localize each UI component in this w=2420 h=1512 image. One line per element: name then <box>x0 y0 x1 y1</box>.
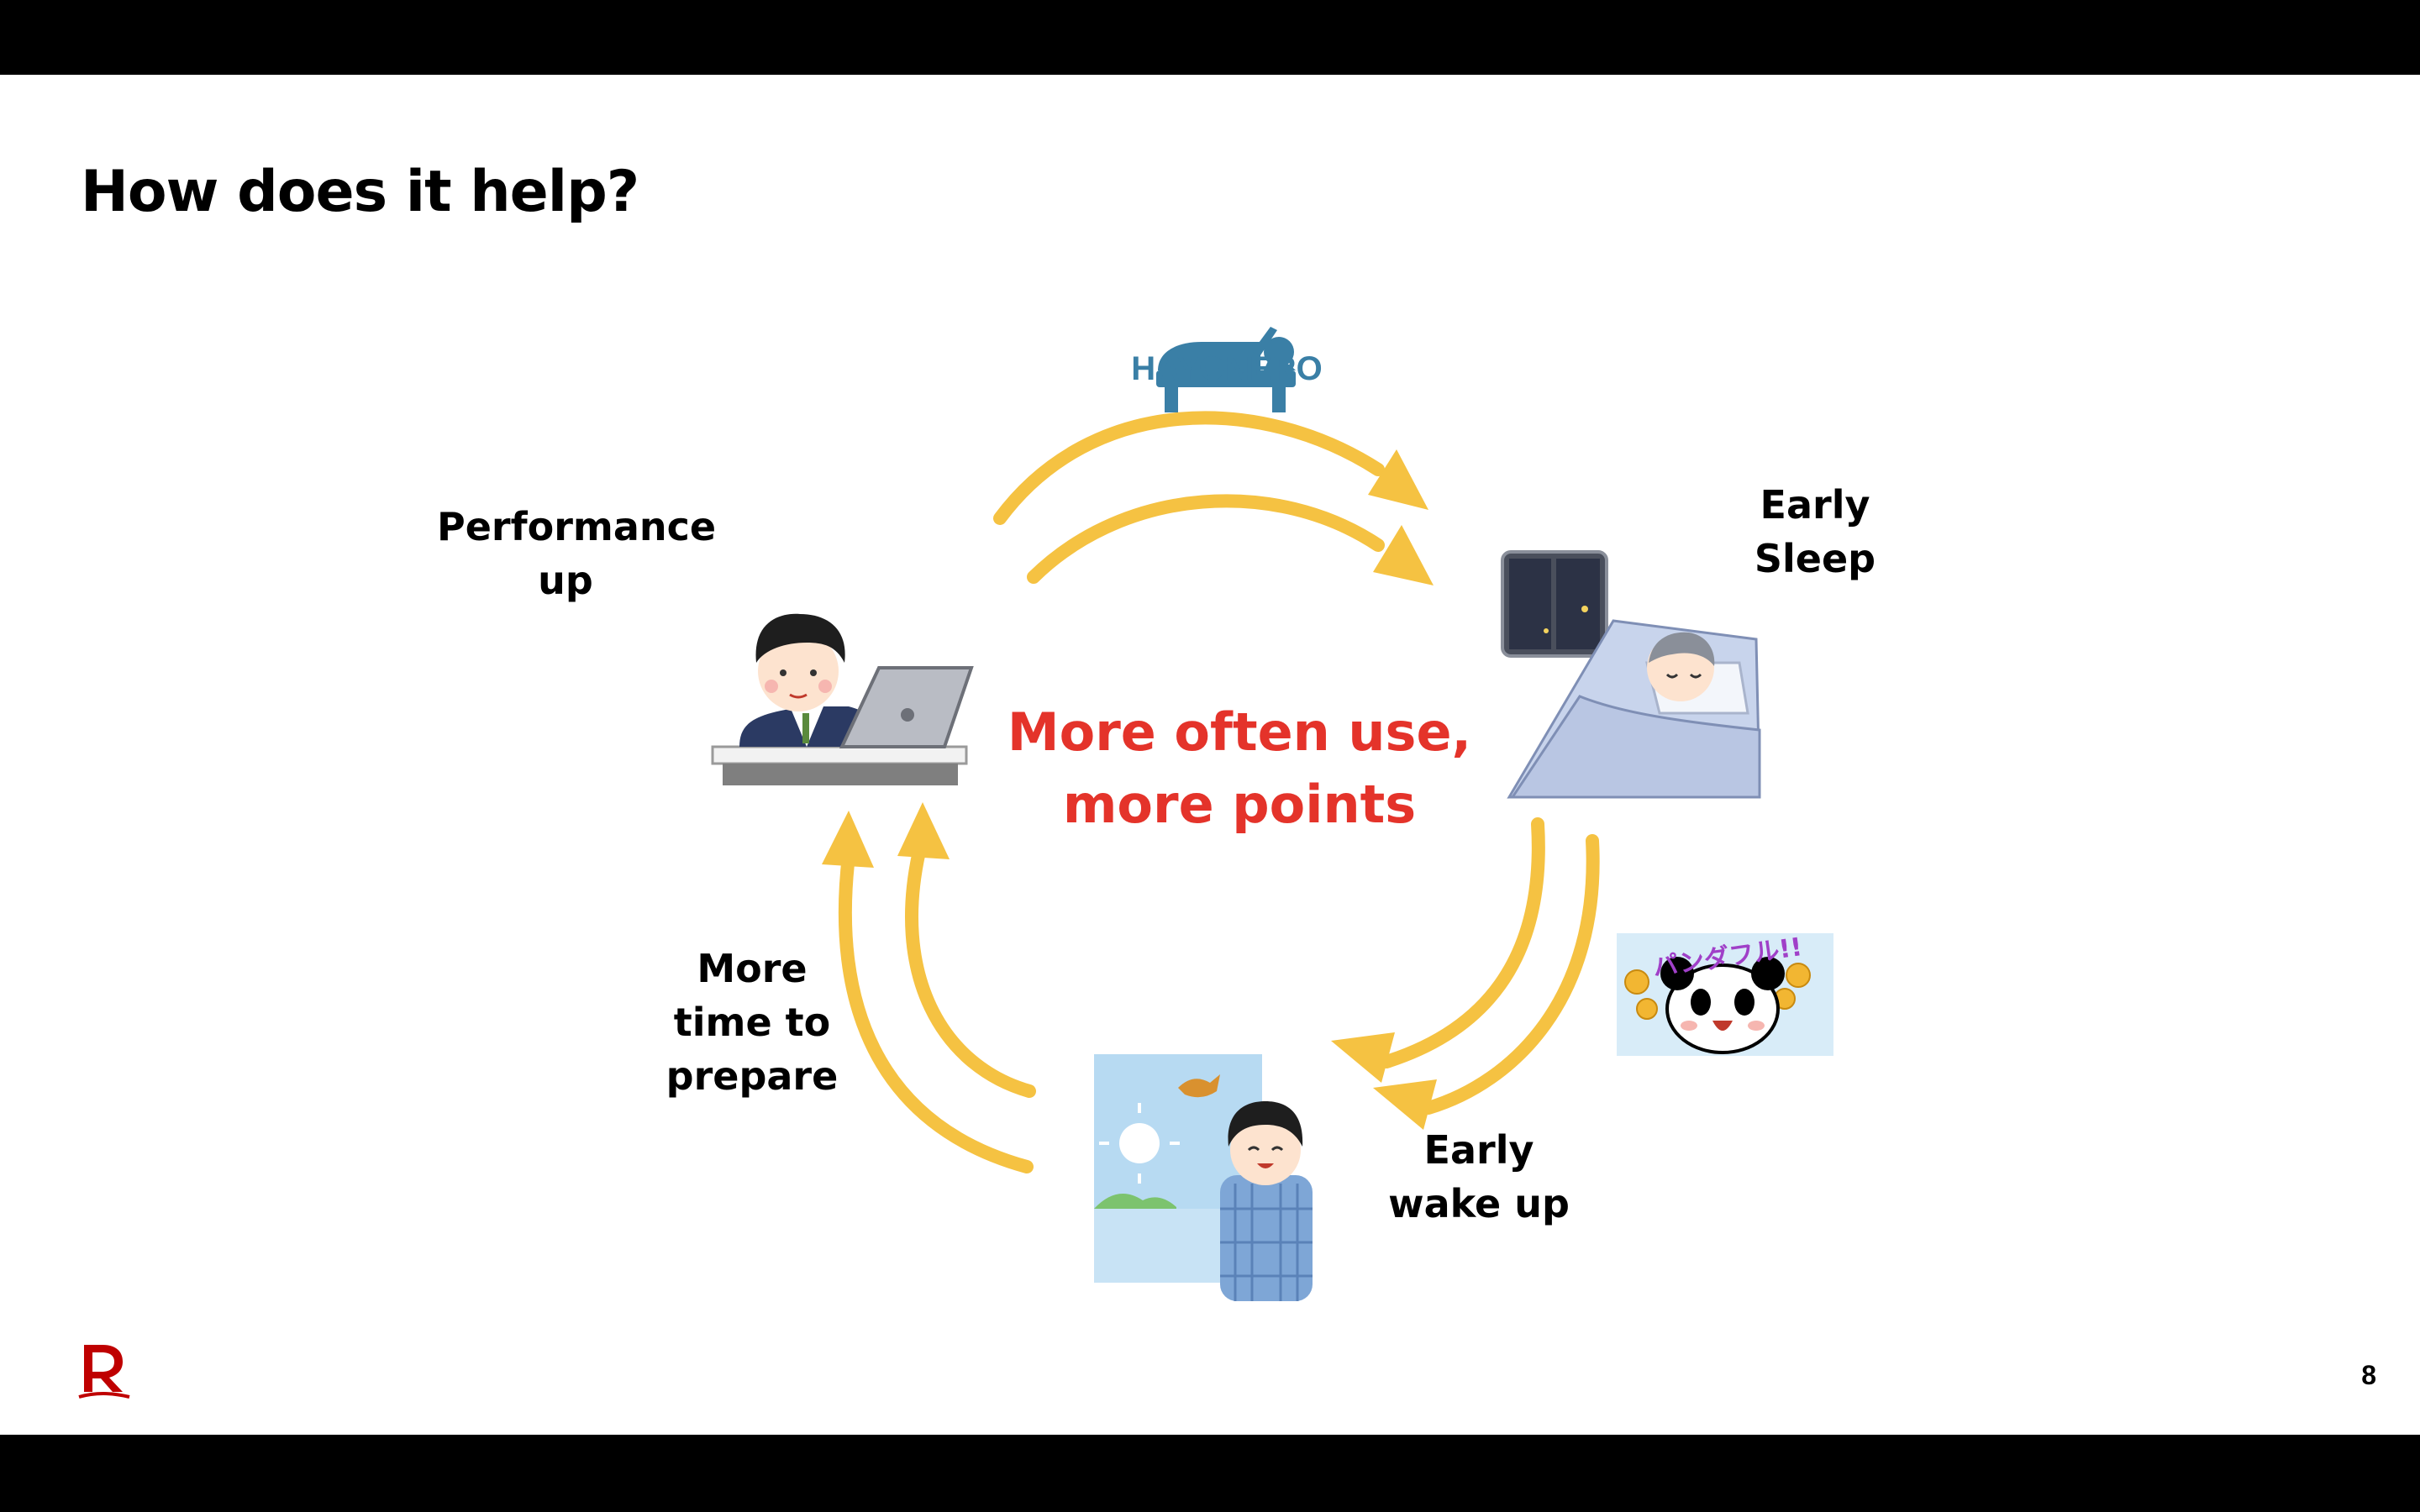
letterbox-bottom <box>0 1435 2420 1512</box>
label-more-time-to-prepare: More time to prepare <box>655 942 849 1103</box>
page-number: 8 <box>2361 1360 2376 1390</box>
label-more-time-line2: time to <box>673 1000 831 1045</box>
center-message-line2: more points <box>1062 774 1417 835</box>
arrow-sleep-to-wakeup <box>1380 817 1600 1115</box>
label-early-sleep: Early Sleep <box>1731 478 1899 585</box>
label-early-sleep-line2: Sleep <box>1754 536 1876 581</box>
label-more-time-line3: prepare <box>666 1053 839 1099</box>
arrowheads-right <box>1331 1032 1437 1130</box>
slide: How does it help? <box>0 75 2420 1435</box>
arrowheads-left <box>822 802 950 868</box>
label-early-wake-up: Early wake up <box>1378 1123 1580 1231</box>
office-worker-illustration <box>711 613 974 785</box>
arrow-wakeup-to-performance <box>838 841 1036 1173</box>
letterbox-top <box>0 0 2420 75</box>
label-early-wake-up-line1: Early <box>1423 1127 1534 1173</box>
cycle-diagram <box>711 327 1833 1301</box>
hayonero-app-label: HAYONERO <box>1131 350 1323 387</box>
label-performance-up-line2: up <box>538 558 593 603</box>
label-more-time-line1: More <box>697 946 808 991</box>
label-early-wake-up-line2: wake up <box>1388 1181 1570 1226</box>
label-performance-up: Performance up <box>437 500 717 607</box>
label-performance-up-line1: Performance <box>437 504 717 549</box>
center-message: More often use, more points <box>992 696 1487 841</box>
center-message-line1: More often use, <box>1007 701 1472 763</box>
label-early-sleep-line1: Early <box>1760 482 1870 528</box>
arrowheads-top <box>1368 449 1434 585</box>
arrow-performance-to-sleep <box>993 411 1385 584</box>
panda-reward-banner <box>1617 933 1833 1056</box>
sleeping-person-illustration <box>1501 550 1761 799</box>
bed-icon <box>1156 327 1296 412</box>
brand-logo-icon <box>78 1345 130 1399</box>
wake-up-illustration <box>1094 1054 1313 1301</box>
slide-title: How does it help? <box>81 159 639 225</box>
